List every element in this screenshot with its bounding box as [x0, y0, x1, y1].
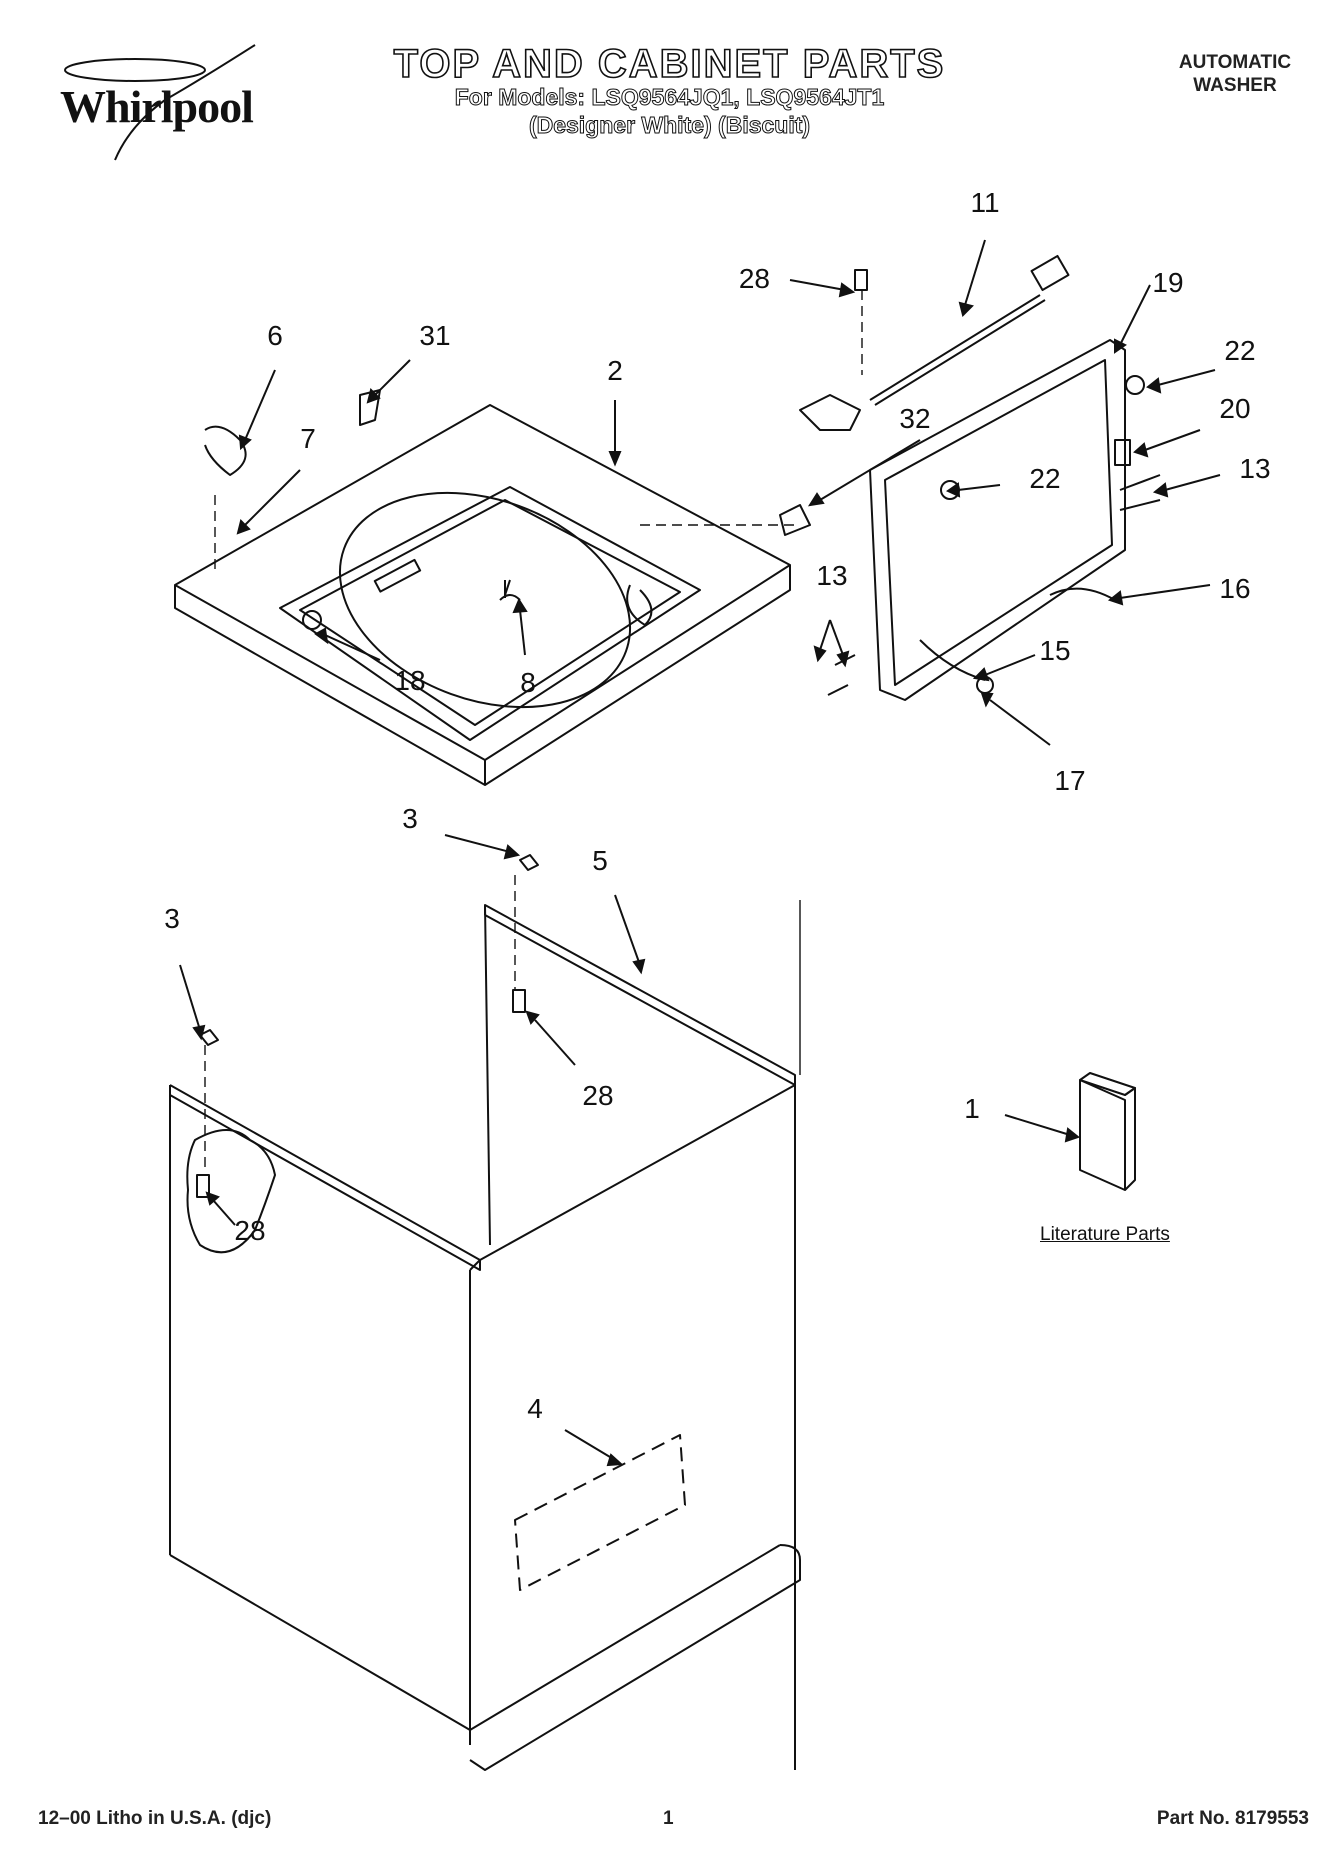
- wire-harness: [869, 294, 1046, 406]
- part-16-hose: [1049, 587, 1116, 601]
- callout-4: 4: [527, 1393, 543, 1424]
- callout-labels: 11 28 19 22 6 31 2 20 7 32 22 13 13 16 1…: [164, 187, 1270, 1424]
- callout-3-left: 3: [164, 903, 180, 934]
- callout-20: 20: [1219, 393, 1250, 424]
- callout-19: 19: [1152, 267, 1183, 298]
- callout-1: 1: [964, 1093, 980, 1124]
- callout-22-top: 22: [1224, 335, 1255, 366]
- product-type-line2: WASHER: [1193, 75, 1277, 96]
- callout-31: 31: [419, 320, 450, 351]
- part-32-cap: [779, 504, 811, 536]
- console-frame: [869, 339, 1126, 701]
- callout-16: 16: [1219, 573, 1250, 604]
- part-22-screw: [1125, 375, 1145, 395]
- callout-15: 15: [1039, 635, 1070, 666]
- callout-arrows: [179, 239, 1221, 1467]
- models-line: For Models: LSQ9564JQ1, LSQ9564JT1: [454, 84, 885, 111]
- literature-parts-booklet: [1079, 1079, 1126, 1191]
- callout-2: 2: [607, 355, 623, 386]
- cutaway-view: [186, 1129, 276, 1254]
- callout-11: 11: [970, 187, 999, 218]
- callout-3-top: 3: [402, 803, 418, 834]
- callout-28-cutaway: 28: [234, 1215, 265, 1246]
- part-28-screw-c: [854, 269, 868, 291]
- part-3-clip: [519, 854, 539, 871]
- product-type-line1: AUTOMATIC: [1178, 52, 1292, 73]
- page-title: TOP AND CABINET PARTS: [393, 41, 946, 87]
- logo-swoosh-icon: [114, 44, 256, 161]
- part-6-clip: [204, 425, 247, 476]
- callout-7: 7: [300, 423, 316, 454]
- page-number: 1: [663, 1808, 674, 1829]
- callout-5: 5: [592, 845, 608, 876]
- variants-line: (Designer White) (Biscuit): [528, 112, 811, 139]
- part-3-clip-b: [199, 1029, 219, 1046]
- callout-6: 6: [267, 320, 283, 351]
- callout-18: 18: [394, 665, 425, 696]
- part-15-hose: [919, 639, 986, 681]
- callout-28-top: 28: [739, 263, 770, 294]
- part-28-screw-b: [196, 1174, 210, 1198]
- part-20-clip: [1114, 439, 1131, 466]
- litho-note: 12–00 Litho in U.S.A. (djc): [38, 1808, 272, 1829]
- washer-top-panel: [174, 404, 791, 786]
- callout-22-mid: 22: [1029, 463, 1060, 494]
- callout-32: 32: [899, 403, 930, 434]
- cabinet-frame: [169, 904, 801, 1771]
- part-28-screw: [512, 989, 526, 1013]
- part-number: Part No. 8179553: [1156, 1808, 1309, 1829]
- panel-4-outline: [514, 1434, 686, 1591]
- part-13-screws-b: [1119, 474, 1161, 511]
- callout-8: 8: [520, 667, 536, 698]
- callout-13-left: 13: [816, 560, 847, 591]
- literature-parts-label: Literature Parts: [1040, 1224, 1170, 1245]
- callout-28-mid: 28: [582, 1080, 613, 1111]
- callout-17: 17: [1054, 765, 1085, 796]
- callout-13-right: 13: [1239, 453, 1270, 484]
- logo-swirl-icon: [64, 58, 206, 82]
